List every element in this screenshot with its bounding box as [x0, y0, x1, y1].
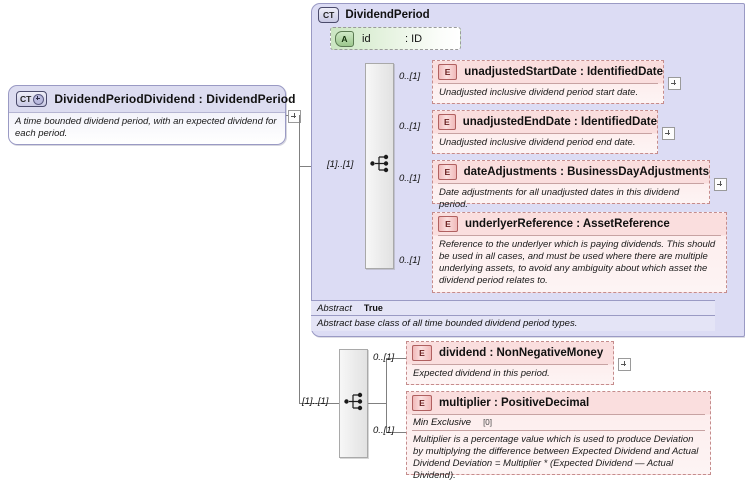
complex-type-dividendperioddividend[interactable]: CT DividendPeriodDividend : DividendPeri… [8, 85, 296, 145]
cardinality-underlyerreference: 0..[1] [399, 255, 421, 266]
expand-unadjustedenddate-icon[interactable] [662, 127, 675, 140]
attribute-name: id [362, 32, 371, 45]
abstract-documentation-row: Abstract base class of all time bounded … [311, 315, 715, 331]
cardinality-sequence-bottom: [1]..[1] [302, 396, 329, 407]
element-dateadjustments[interactable]: E dateAdjustments : BusinessDayAdjustmen… [432, 160, 710, 210]
referring-type-title: DividendPeriodDividend : DividendPeriod [54, 92, 296, 106]
sequence-compositor-bottom[interactable] [339, 349, 368, 458]
ct-icon-label: CT [20, 94, 32, 104]
sequence-icon [370, 154, 391, 179]
cardinality-dateadjustments: 0..[1] [399, 173, 421, 184]
connector-seq-bot-in [368, 403, 386, 404]
complex-type-icon: CT [318, 7, 340, 23]
element-documentation: Date adjustments for all unadjusted date… [439, 187, 680, 210]
expand-ref-icon[interactable] [288, 110, 301, 123]
abstract-label: Abstract [317, 302, 352, 314]
attribute-icon: A [335, 30, 354, 47]
element-underlyerreference[interactable]: E underlyerReference : AssetReference Re… [432, 212, 727, 293]
element-unadjustedstartdate[interactable]: E unadjustedStartDate : IdentifiedDate U… [432, 60, 664, 104]
connector-seq-bot-b2 [386, 432, 406, 433]
divider [438, 183, 704, 184]
complex-type-expand-icon[interactable]: CT [16, 91, 48, 107]
expand-dateadjustments-icon[interactable] [714, 178, 727, 191]
complex-type-header: CT DividendPeriod [312, 4, 744, 26]
element-unadjustedenddate[interactable]: E unadjustedEndDate : IdentifiedDate Una… [432, 110, 658, 154]
element-title: unadjustedStartDate : IdentifiedDate [464, 66, 663, 78]
element-icon: E [412, 345, 432, 361]
element-icon: E [438, 216, 458, 232]
cardinality-dividend: 0..[1] [373, 352, 395, 363]
connector-seq-bot-spine [386, 358, 387, 432]
divider [438, 133, 652, 134]
sequence-icon [344, 391, 365, 416]
element-documentation: Expected dividend in this period. [413, 368, 550, 379]
element-title: dividend : NonNegativeMoney [439, 347, 604, 359]
element-icon: E [412, 395, 432, 411]
facet-value: [0] [483, 418, 492, 427]
attribute-id[interactable]: A id : ID [330, 27, 461, 50]
facet-label: Min Exclusive [413, 417, 472, 428]
connector-to-seq-bottom [299, 403, 339, 404]
connector-seq-bot-b1 [386, 358, 406, 359]
cardinality-unadjustedstartdate: 0..[1] [399, 71, 421, 82]
cardinality-sequence-top: [1]..[1] [327, 159, 354, 170]
divider [438, 83, 658, 84]
sequence-compositor-top[interactable] [365, 63, 394, 269]
expand-dividend-icon[interactable] [618, 358, 631, 371]
abstract-row: Abstract True [311, 300, 715, 315]
element-title: dateAdjustments : BusinessDayAdjustments [463, 166, 709, 178]
element-documentation: Multiplier is a percentage value which i… [413, 434, 699, 481]
divider [412, 414, 705, 415]
connector-trunk [299, 115, 300, 404]
element-title: underlyerReference : AssetReference [465, 218, 670, 230]
element-icon: E [438, 164, 457, 180]
abstract-documentation: Abstract base class of all time bounded … [317, 318, 578, 329]
element-documentation: Unadjusted inclusive dividend period end… [439, 137, 636, 148]
complex-type-title: DividendPeriod [345, 9, 430, 21]
element-title: unadjustedEndDate : IdentifiedDate [462, 116, 657, 128]
referring-type-documentation: A time bounded dividend period, with an … [15, 116, 277, 139]
divider [438, 235, 721, 236]
element-dividend[interactable]: E dividend : NonNegativeMoney Expected d… [406, 341, 614, 385]
abstract-value: True [363, 303, 383, 313]
element-icon: E [438, 114, 456, 130]
element-documentation: Reference to the underlyer which is payi… [439, 239, 716, 286]
cardinality-multiplier: 0..[1] [373, 425, 395, 436]
plus-glyph [33, 93, 45, 105]
element-icon: E [438, 64, 458, 80]
element-multiplier[interactable]: E multiplier : PositiveDecimal Min Exclu… [406, 391, 711, 481]
referring-type-header: CT DividendPeriodDividend : DividendPeri… [9, 86, 296, 112]
element-documentation: Unadjusted inclusive dividend period sta… [439, 87, 639, 98]
expand-unadjustedstartdate-icon[interactable] [668, 77, 681, 90]
attribute-type: : ID [405, 32, 423, 45]
element-title: multiplier : PositiveDecimal [439, 397, 590, 409]
cardinality-unadjustedenddate: 0..[1] [399, 121, 421, 132]
divider [412, 430, 705, 431]
element-facet: Min Exclusive [0] [407, 415, 710, 430]
divider [412, 364, 608, 365]
